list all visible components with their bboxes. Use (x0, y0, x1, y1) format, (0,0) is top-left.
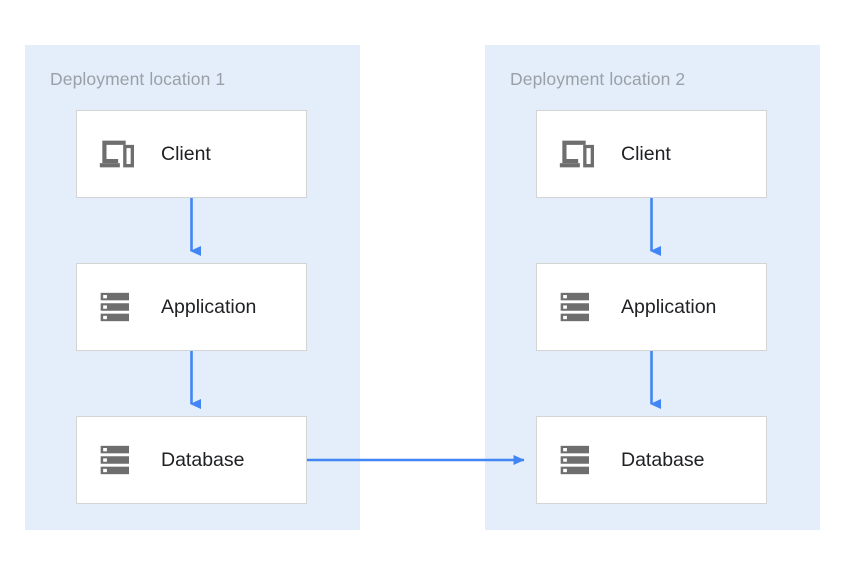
node-client-1[interactable]: Client (76, 110, 307, 198)
server-stack-icon (100, 445, 129, 475)
node-label-client-2: Client (621, 143, 671, 165)
node-application-1[interactable]: Application (76, 263, 307, 351)
node-label-database-1: Database (161, 449, 245, 471)
server-stack-icon (560, 292, 589, 322)
zone-label-1: Deployment location 1 (50, 69, 226, 89)
node-database-1[interactable]: Database (76, 416, 307, 504)
client-devices-icon (559, 140, 594, 168)
node-label-database-2: Database (621, 449, 705, 471)
node-database-2[interactable]: Database (536, 416, 767, 504)
client-devices-icon (99, 140, 134, 168)
node-client-2[interactable]: Client (536, 110, 767, 198)
node-application-2[interactable]: Application (536, 263, 767, 351)
server-stack-icon (560, 445, 589, 475)
node-label-application-1: Application (161, 296, 257, 318)
node-label-client-1: Client (161, 143, 211, 165)
server-stack-icon (100, 292, 129, 322)
zone-label-2: Deployment location 2 (510, 69, 686, 89)
node-label-application-2: Application (621, 296, 717, 318)
